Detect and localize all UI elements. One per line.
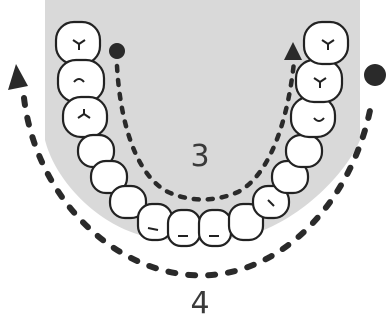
tooth-incisor-1 bbox=[138, 204, 172, 240]
outer-path-number: 4 bbox=[190, 286, 209, 321]
tooth-left-2 bbox=[58, 60, 104, 102]
outer-path-arrowhead bbox=[8, 64, 28, 90]
tooth-left-3 bbox=[63, 97, 107, 137]
tooth-incisor-3 bbox=[199, 210, 231, 246]
inner-path-start-dot bbox=[109, 43, 125, 59]
inner-path-number: 3 bbox=[190, 139, 209, 174]
tooth-incisor-2 bbox=[168, 210, 200, 246]
tooth-right-4 bbox=[286, 135, 322, 167]
outer-path-start-dot bbox=[364, 64, 386, 86]
